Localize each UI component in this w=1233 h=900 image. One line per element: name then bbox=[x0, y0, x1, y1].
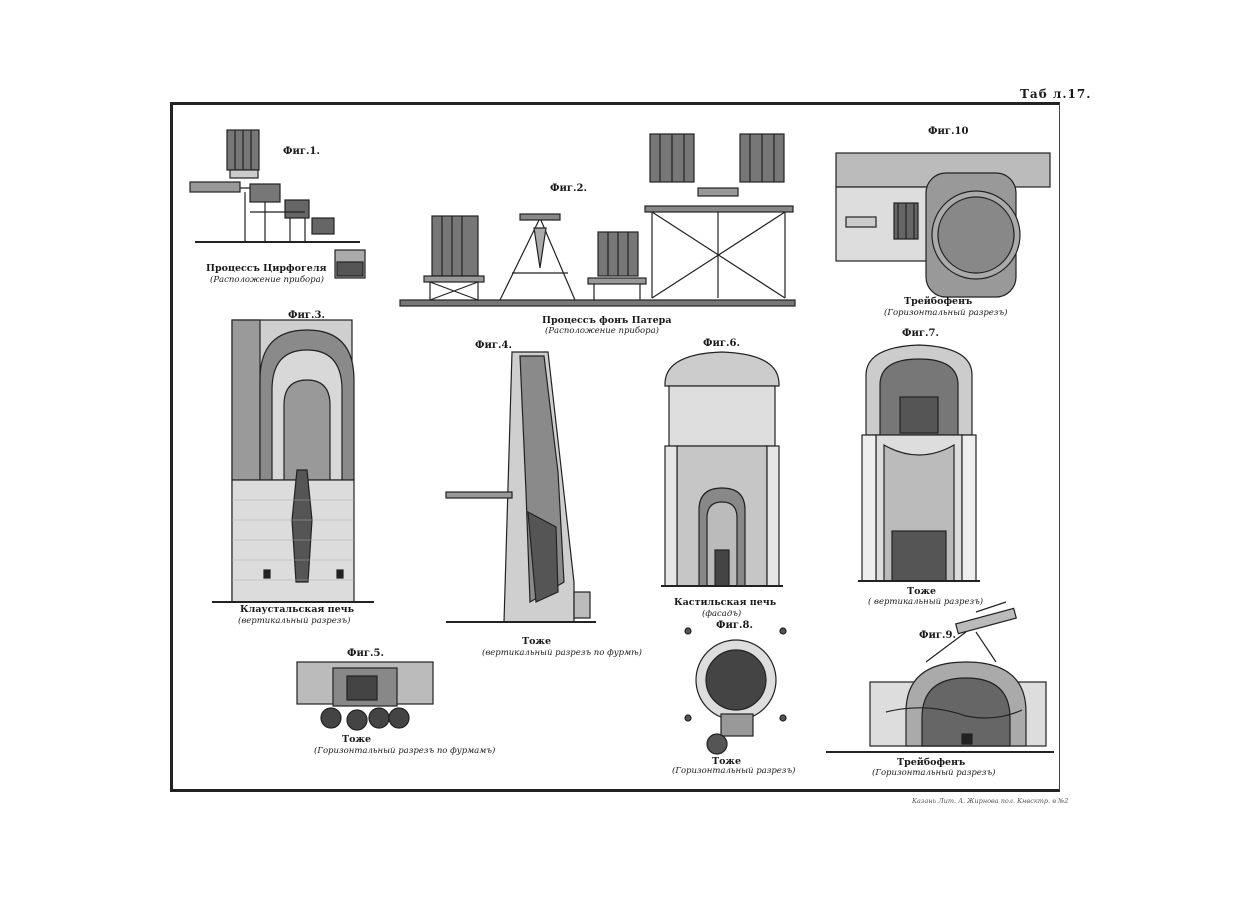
fig6-caption: Кастильская печь bbox=[674, 597, 777, 608]
fig4-caption: Тоже bbox=[522, 636, 552, 647]
fig3-caption: Клаустальская печь bbox=[240, 604, 355, 615]
fig1-subcaption: (Расположение прибора) bbox=[210, 275, 325, 285]
fig8-drawing bbox=[684, 627, 787, 755]
fig1-label: Фиг.1. bbox=[283, 146, 320, 157]
fig7-subcaption: ( вертикальный разрезъ) bbox=[868, 597, 984, 607]
fig6-subcaption: (фасадъ) bbox=[702, 609, 742, 619]
fig4-label: Фиг.4. bbox=[475, 340, 512, 351]
fig2-caption: Процессъ фонъ Патера bbox=[542, 315, 672, 326]
fig6-drawing bbox=[661, 351, 783, 587]
fig10-label: Фиг.10 bbox=[928, 126, 969, 137]
fig9-drawing bbox=[826, 601, 1054, 753]
fig1-caption: Процессъ Цирфогеля bbox=[206, 263, 327, 274]
fig9-caption: Трейбофенъ bbox=[897, 757, 966, 768]
fig5-drawing bbox=[296, 661, 434, 731]
fig8-subcaption: (Горизонтальный разрезъ) bbox=[672, 766, 796, 776]
fig10-subcaption: (Горизонтальный разрезъ) bbox=[884, 308, 1008, 318]
fig8-label: Фиг.8. bbox=[716, 620, 753, 631]
fig10-caption: Трейбофенъ bbox=[904, 296, 973, 307]
fig3-subcaption: (вертикальный разрезъ) bbox=[238, 616, 351, 626]
plate-number: Таб л.17. bbox=[1020, 87, 1092, 101]
fig1-drawing bbox=[189, 129, 366, 279]
fig7-drawing bbox=[858, 344, 980, 582]
fig4-subcaption: (вертикальный разрезъ по фурмѣ) bbox=[482, 648, 642, 658]
fig8-caption: Тоже bbox=[712, 756, 742, 767]
fig9-subcaption: (Горизонтальный разрезъ) bbox=[872, 768, 996, 778]
fig2-drawing bbox=[399, 133, 796, 307]
imprint: Казань Лит. А. Жирнова пол. Кнвсктр. в №… bbox=[912, 797, 1069, 805]
fig6-label: Фиг.6. bbox=[703, 338, 740, 349]
fig5-label: Фиг.5. bbox=[347, 648, 384, 659]
fig10-drawing bbox=[835, 152, 1051, 298]
fig4-drawing bbox=[445, 351, 596, 623]
fig5-caption: Тоже bbox=[342, 734, 372, 745]
fig3-drawing bbox=[212, 319, 374, 603]
fig3-label: Фиг.3. bbox=[288, 310, 325, 321]
fig9-label: Фиг.9. bbox=[919, 630, 956, 641]
fig7-label: Фиг.7. bbox=[902, 328, 939, 339]
fig5-subcaption: (Горизонтальный разрезъ по фурмамъ) bbox=[314, 746, 496, 756]
fig2-label: Фиг.2. bbox=[550, 183, 587, 194]
plate-frame bbox=[170, 102, 1060, 792]
fig2-subcaption: (Расположение прибора) bbox=[545, 326, 660, 336]
fig7-caption: Тоже bbox=[907, 586, 937, 597]
